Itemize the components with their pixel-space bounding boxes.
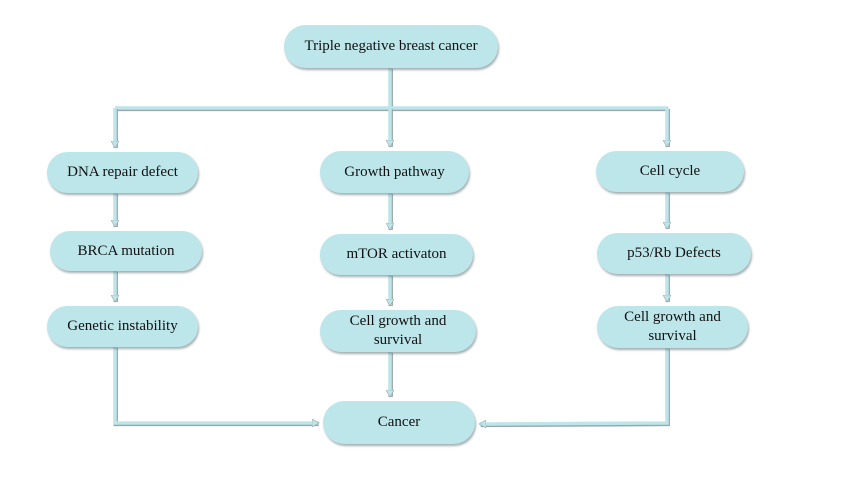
node-mtor-activation: mTOR activaton	[320, 234, 473, 275]
node-triple-negative-breast-cancer: Triple negative breast cancer	[284, 25, 498, 68]
connector-brca-to-genetic	[115, 271, 116, 302]
connector-cellgrowth-to-cancer	[390, 352, 391, 397]
connector-to-dna-repair	[115, 108, 116, 148]
connector-genetic-to-cancer	[113, 347, 319, 424]
node-growth-pathway: Growth pathway	[320, 151, 469, 193]
node-label: BRCA mutation	[77, 242, 175, 259]
connector-to-cell-cycle	[667, 108, 668, 147]
node-label: Triple negative breast cancer	[304, 38, 478, 54]
node-label: Cell cycle	[639, 163, 701, 179]
node-genetic-instability: Genetic instability	[47, 306, 198, 347]
node-brca-mutation: BRCA mutation	[50, 231, 202, 271]
node-label: Cell growth and survival	[624, 309, 721, 344]
node-cell-cycle: Cell cycle	[596, 151, 744, 192]
connector-dna-to-brca	[115, 193, 116, 227]
node-label: Cell growth and survival	[349, 313, 447, 348]
connector-cellcycle-to-p53	[667, 192, 668, 229]
node-label: Growth pathway	[344, 163, 445, 180]
node-p53-rb-defects: p53/Rb Defects	[597, 233, 751, 274]
node-label: p53/Rb Defects	[627, 245, 721, 261]
connector-growth-to-mtor	[390, 193, 391, 230]
connector-root-trunk	[388, 68, 393, 109]
node-cell-growth-and-survival-growth: Cell growth and survival	[320, 310, 476, 352]
node-label: mTOR activaton	[346, 246, 447, 262]
node-label: Cancer	[377, 414, 421, 430]
connector-cycle-to-cancer	[480, 348, 670, 425]
node-dna-repair-defect: DNA repair defect	[47, 152, 198, 193]
node-label: DNA repair defect	[67, 164, 178, 180]
node-label: Genetic instability	[67, 318, 178, 334]
node-cell-growth-and-survival-cycle: Cell growth and survival	[597, 306, 748, 348]
connector-p53-to-cellgrowth	[667, 274, 668, 302]
connector-mtor-to-cellgrowth	[390, 275, 391, 306]
connector-to-growth-pathway	[390, 108, 391, 147]
node-cancer: Cancer	[323, 401, 475, 444]
